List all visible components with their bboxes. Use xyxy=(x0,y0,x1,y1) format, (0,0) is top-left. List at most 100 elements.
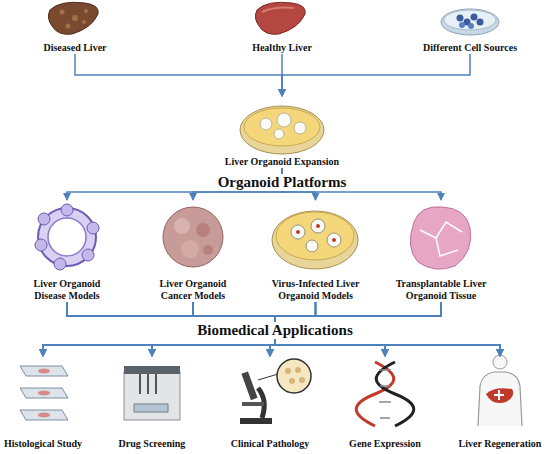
liver-spot xyxy=(60,10,65,15)
plus-sign xyxy=(494,394,504,396)
slides-icon xyxy=(20,366,68,420)
node-box: Liver Regeneration xyxy=(452,356,548,450)
node-box: Different Cell Sources xyxy=(415,0,525,54)
microscope-tube xyxy=(241,371,257,400)
pipette xyxy=(147,374,149,394)
node-label: Liver Organoid Cancer Models xyxy=(148,278,238,302)
node-label: Different Cell Sources xyxy=(423,42,517,54)
dna-rung xyxy=(380,385,390,387)
node-box: Histological Study xyxy=(2,356,84,450)
connector-arrow xyxy=(193,302,385,356)
section-heading: Organoid Platforms xyxy=(214,174,351,191)
node-box: Drug Screening xyxy=(110,356,194,450)
expansion-dish-icon xyxy=(240,106,324,154)
cell xyxy=(457,15,464,22)
dna-rung xyxy=(380,417,390,419)
organoid xyxy=(311,219,325,233)
microscope-base xyxy=(240,418,272,424)
organoid xyxy=(274,129,284,139)
dna-rung xyxy=(379,401,391,403)
organoid-outer xyxy=(38,208,96,266)
cell xyxy=(471,14,478,21)
disease-model-icon xyxy=(35,204,99,270)
tumor-lobe xyxy=(203,245,213,255)
cell xyxy=(299,377,305,383)
organoid xyxy=(327,233,341,247)
tumor-lobe xyxy=(174,218,190,234)
slide xyxy=(20,366,68,376)
liver-spot xyxy=(72,15,78,21)
dna-icon xyxy=(356,362,414,426)
organoid-bud xyxy=(38,213,50,225)
node-label: Healthy Liver xyxy=(252,42,312,54)
organoid-bud xyxy=(87,222,99,234)
tissue-crack xyxy=(436,238,458,256)
dish-medium xyxy=(276,212,354,260)
node-label: Histological Study xyxy=(4,438,82,450)
node-label: Drug Screening xyxy=(119,438,186,450)
pipette xyxy=(155,374,157,394)
healthy-liver-icon xyxy=(255,2,305,34)
tissue-icon xyxy=(410,207,470,269)
tissue-shape xyxy=(410,207,470,269)
organoid xyxy=(294,122,306,134)
cell xyxy=(468,23,474,29)
node-label: Clinical Pathology xyxy=(231,438,310,450)
magnified-view xyxy=(277,359,311,393)
tissue-sample xyxy=(38,369,50,374)
dish-rim xyxy=(441,9,499,35)
organoid-bud xyxy=(82,249,94,261)
cell xyxy=(459,22,465,28)
machine-top xyxy=(124,366,180,374)
drug-screening-icon xyxy=(124,366,180,420)
liver-shape xyxy=(486,388,513,403)
organoid xyxy=(306,240,318,252)
organoid xyxy=(260,118,272,130)
diseased-liver-icon xyxy=(48,2,98,34)
liver-spot xyxy=(82,20,86,24)
dish-rim xyxy=(240,106,324,154)
dna-strand xyxy=(356,362,394,426)
tumor-sphere xyxy=(163,207,223,267)
slide xyxy=(20,410,68,420)
virus-dish-icon xyxy=(272,211,358,269)
section-heading: Biomedical Applications xyxy=(193,322,356,339)
connector-arrow xyxy=(152,302,441,356)
connector-arrow xyxy=(282,54,470,96)
connector-arrow xyxy=(193,302,500,356)
organoid-bud xyxy=(61,204,73,216)
well-plate xyxy=(134,404,168,412)
node-label: Virus-Infected Liver Organoid Models xyxy=(268,278,363,302)
node-box: Healthy Liver xyxy=(237,0,327,54)
cell-dish-icon xyxy=(441,9,499,35)
node-label: Gene Expression xyxy=(349,438,421,450)
dish-inner xyxy=(444,10,496,30)
node-box: Virus-Infected Liver Organoid Models xyxy=(268,200,363,302)
slide xyxy=(20,388,68,398)
head xyxy=(493,355,507,369)
connector-arrow xyxy=(75,54,282,96)
cell xyxy=(289,378,295,384)
connector-arrow xyxy=(67,302,385,356)
virus-dot xyxy=(316,224,320,228)
liver-spot xyxy=(66,24,71,29)
machine-body xyxy=(124,372,180,420)
node-label: Diseased Liver xyxy=(43,42,106,54)
node-box: Diseased Liver xyxy=(30,0,120,54)
pipette xyxy=(139,374,141,394)
tumor-lobe xyxy=(181,240,199,258)
organoid-bud xyxy=(54,258,66,270)
cell xyxy=(295,367,301,373)
regeneration-icon xyxy=(478,355,522,426)
liver-shape xyxy=(255,2,305,34)
cancer-model-icon xyxy=(163,207,223,267)
organoid-lumen xyxy=(48,218,86,256)
zoom-line xyxy=(258,374,278,380)
microscope-icon xyxy=(240,359,311,424)
torso xyxy=(478,372,522,426)
node-label: Liver Organoid Disease Models xyxy=(22,278,112,302)
tumor-lobe xyxy=(196,223,210,237)
microscope-stage xyxy=(242,402,264,406)
